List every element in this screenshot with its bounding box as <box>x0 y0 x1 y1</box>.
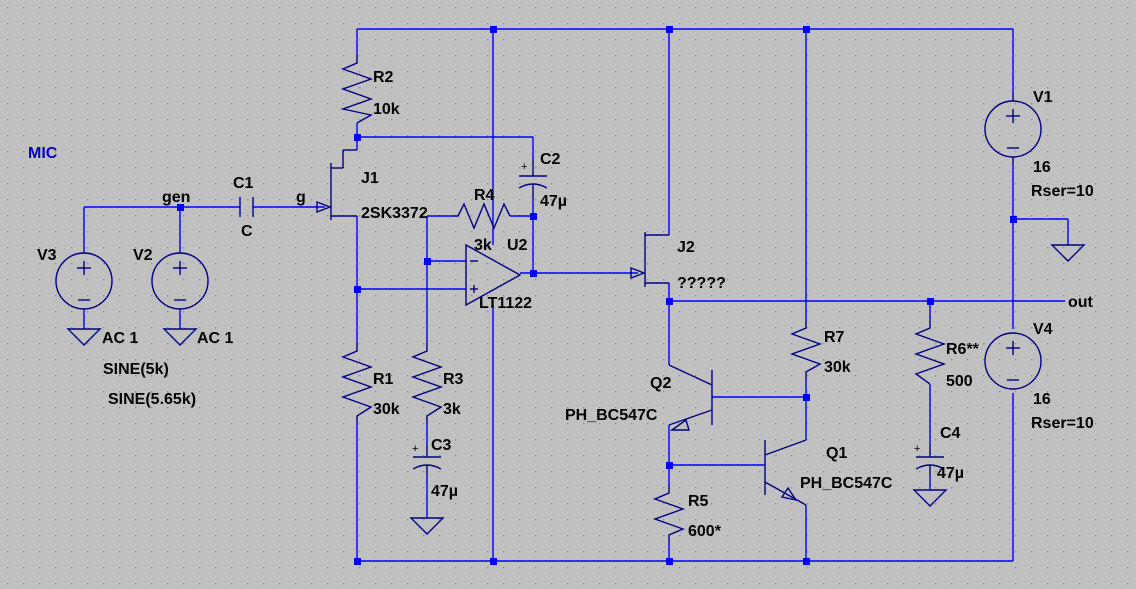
voltage-source-v2[interactable] <box>151 252 209 310</box>
ground-icon <box>912 489 948 507</box>
r6-ref: R6** <box>946 341 980 358</box>
c2-value: 47µ <box>540 193 567 210</box>
ground-icon <box>66 328 102 346</box>
c3-value: 47µ <box>431 483 458 500</box>
u2-ref: U2 <box>507 237 528 254</box>
junctions <box>177 26 1017 565</box>
q1-ref: Q1 <box>826 445 847 462</box>
j1-ref: J1 <box>361 170 379 187</box>
r7-ref: R7 <box>824 329 845 346</box>
v2-extra: SINE(5.65k) <box>108 391 196 408</box>
r2-ref: R2 <box>373 69 394 86</box>
ground-icon <box>162 328 198 346</box>
r1-value: 30k <box>373 401 400 418</box>
jfet-j1[interactable] <box>316 149 357 220</box>
capacitor-c1[interactable] <box>239 197 254 217</box>
capacitor-c2[interactable]: + <box>518 160 548 200</box>
net-label-out: out <box>1068 294 1094 311</box>
resistor-r6[interactable] <box>913 320 947 385</box>
r5-value: 600* <box>688 523 722 540</box>
npn-transistor-q1[interactable] <box>764 439 807 506</box>
c1-value: C <box>241 223 253 240</box>
c3-ref: C3 <box>431 437 452 454</box>
svg-text:+: + <box>914 443 920 455</box>
voltage-source-v3[interactable] <box>55 252 113 310</box>
v3-ref: V3 <box>37 247 57 264</box>
c4-ref: C4 <box>940 425 961 442</box>
v2-ref: V2 <box>133 247 153 264</box>
opamp-u2[interactable] <box>465 243 522 307</box>
svg-text:+: + <box>412 443 418 455</box>
v4-ref: V4 <box>1033 321 1053 338</box>
u2-value: LT1122 <box>479 295 532 312</box>
r3-ref: R3 <box>443 371 464 388</box>
capacitor-c4[interactable]: + <box>914 443 945 475</box>
resistor-r1[interactable] <box>340 343 374 424</box>
v1-value: 16 <box>1033 159 1051 176</box>
r1-ref: R1 <box>373 371 394 388</box>
net-label-g: g <box>296 189 306 206</box>
ground-icon <box>1050 244 1086 262</box>
q1-value: PH_BC547C <box>800 475 893 492</box>
v1-ref: V1 <box>1033 89 1053 106</box>
npn-transistor-q2[interactable] <box>668 364 713 431</box>
capacitor-c3[interactable]: + <box>412 443 442 475</box>
j2-ref: J2 <box>677 239 695 256</box>
c1-ref: C1 <box>233 175 254 192</box>
ground-icon <box>409 517 445 535</box>
r4-ref: R4 <box>474 187 495 204</box>
r4-value: 3k <box>474 237 492 254</box>
v4-value: 16 <box>1033 391 1051 408</box>
j1-value: 2SK3372 <box>361 205 428 222</box>
resistor-r5[interactable] <box>652 485 686 541</box>
svg-text:+: + <box>521 161 527 173</box>
net-label-mic: MIC <box>28 145 58 162</box>
c4-value: 47µ <box>937 465 964 482</box>
voltage-source-v4[interactable] <box>984 332 1042 390</box>
voltage-source-v1[interactable] <box>984 93 1042 165</box>
r3-value: 3k <box>443 401 461 418</box>
j2-value: ????? <box>677 275 726 292</box>
resistor-r4[interactable] <box>452 202 511 230</box>
c2-ref: C2 <box>540 151 561 168</box>
r5-ref: R5 <box>688 493 709 510</box>
resistor-r7[interactable] <box>789 320 823 378</box>
net-label-gen: gen <box>162 189 190 206</box>
r7-value: 30k <box>824 359 851 376</box>
q2-value: PH_BC547C <box>565 407 658 424</box>
v3-value: AC 1 <box>102 330 139 347</box>
v3-extra: SINE(5k) <box>103 361 169 378</box>
jfet-j2[interactable] <box>630 232 669 287</box>
r6-value: 500 <box>946 373 973 390</box>
wires <box>83 28 1069 562</box>
resistor-r2[interactable] <box>340 55 374 124</box>
v1-extra: Rser=10 <box>1031 183 1094 200</box>
r2-value: 10k <box>373 101 400 118</box>
resistor-r3[interactable] <box>410 343 444 424</box>
v2-value: AC 1 <box>197 330 234 347</box>
q2-ref: Q2 <box>650 375 671 392</box>
v4-extra: Rser=10 <box>1031 415 1094 432</box>
